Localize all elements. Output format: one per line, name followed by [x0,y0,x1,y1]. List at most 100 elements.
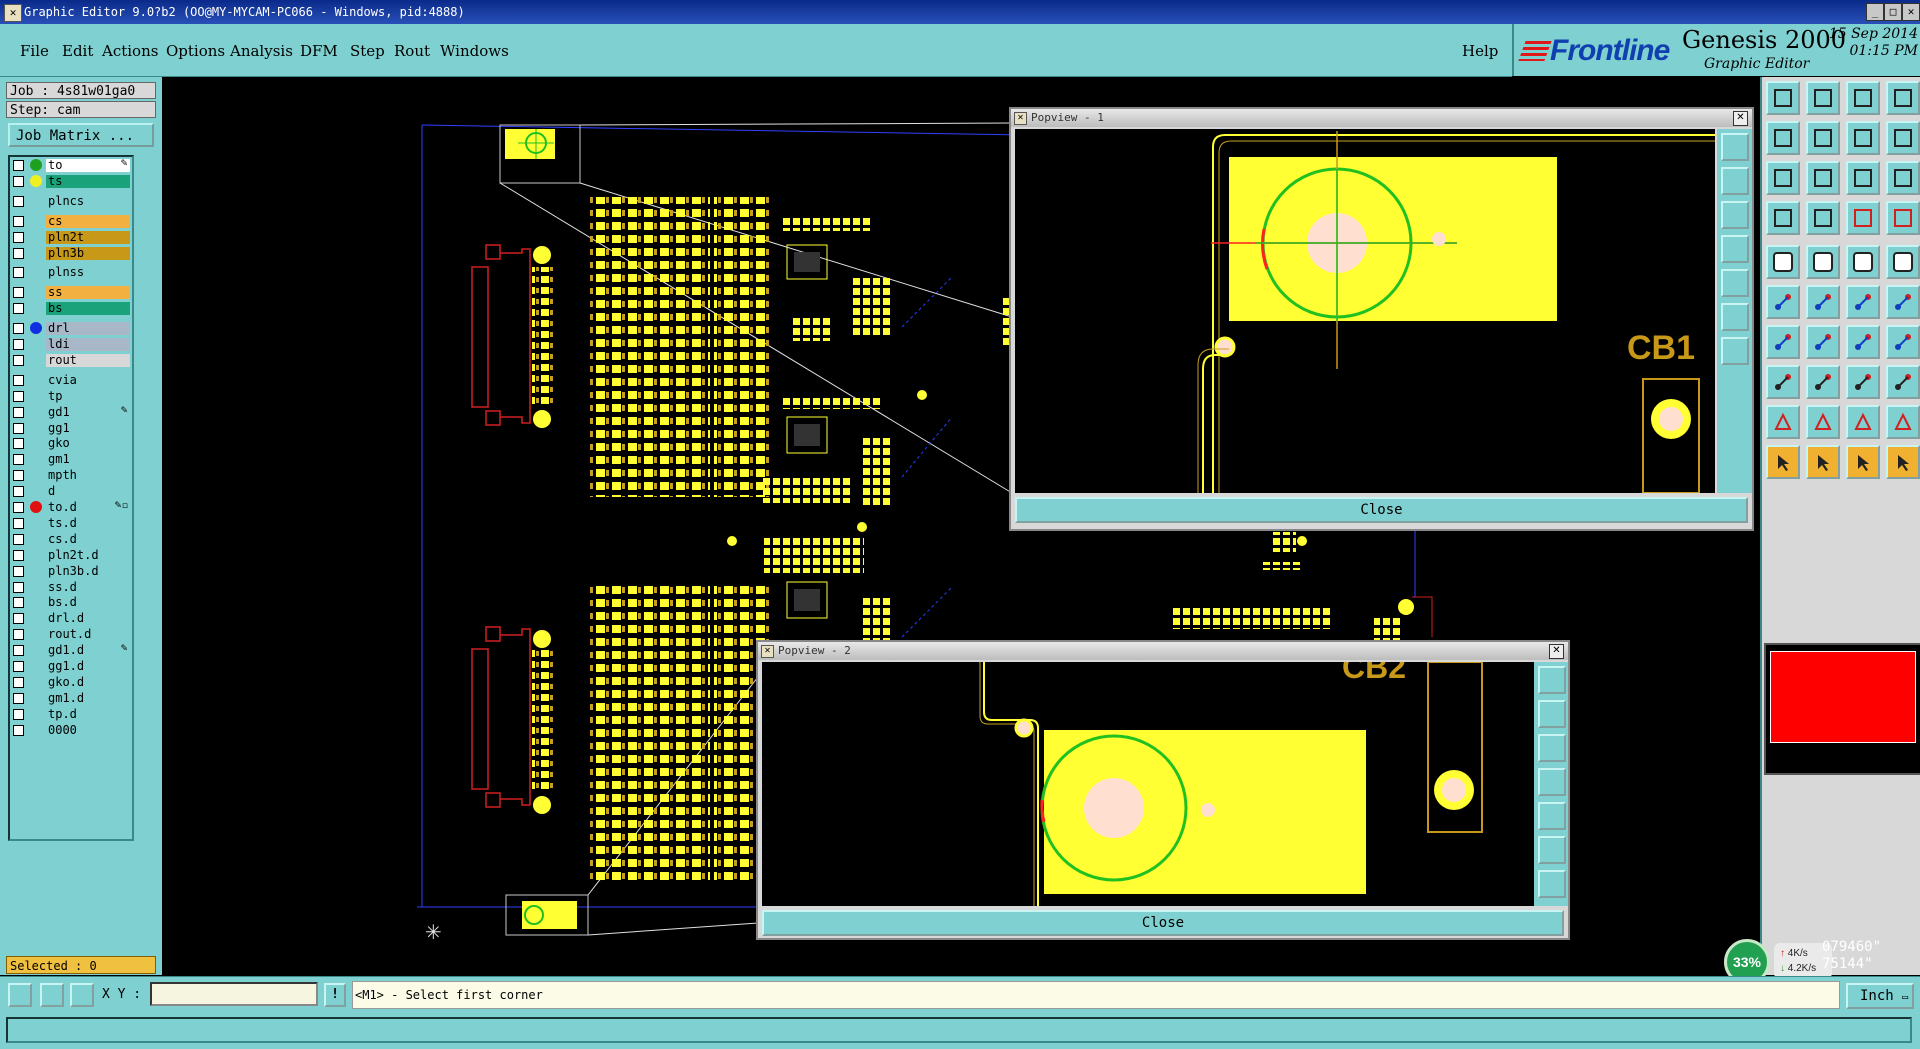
split-icon[interactable] [1886,121,1920,155]
pv2-pan-left-icon[interactable] [1538,768,1566,796]
snap-icon[interactable] [8,983,32,1007]
menu-edit[interactable]: Edit [62,42,94,60]
pan-left-icon[interactable] [1766,121,1800,155]
layer-name[interactable]: drl [46,322,130,336]
layer-checkbox[interactable] [13,195,24,207]
layer-row[interactable]: ss [10,286,132,300]
overview-viewport[interactable] [1770,651,1916,743]
layer-checkbox[interactable] [13,374,24,386]
layer-name[interactable]: rout.d [46,628,130,642]
zoom-fit-icon[interactable] [1766,161,1800,195]
menu-help[interactable]: Help [1462,42,1499,60]
triangle-icon[interactable] [1766,405,1800,439]
layer-name[interactable]: gd1 [46,405,130,419]
grid-icon[interactable] [1806,201,1840,235]
group-icon[interactable] [1886,365,1920,399]
pv2-fit-icon[interactable] [1538,666,1566,694]
layer-checkbox[interactable] [13,390,24,402]
layer-checkbox[interactable] [13,661,24,672]
layer-checkbox[interactable] [13,692,24,704]
popview-2-title-bar[interactable]: Popview - 2 [758,642,1568,660]
close-window-button[interactable]: ✕ [1902,3,1920,21]
layer-checkbox[interactable] [13,597,24,609]
arc-icon[interactable] [1846,365,1880,399]
layer-row[interactable]: gd1✎ [10,405,132,420]
layer-row[interactable]: gm1.d [10,691,132,706]
xy-input[interactable] [150,982,318,1006]
pv1-fit-icon[interactable] [1721,133,1749,161]
measure-alt-icon[interactable] [1886,201,1920,235]
popview-2-icon[interactable]: ✕ [761,645,774,658]
layer-row[interactable]: cs [10,214,132,229]
exclaim-button[interactable]: ! [324,983,346,1007]
layer-name[interactable]: tp.d [46,707,130,721]
layer-row[interactable]: ldi [10,338,132,352]
layer-row[interactable]: gko.d [10,675,132,690]
app-icon[interactable]: ✕ [4,4,22,22]
point-icon[interactable] [1766,365,1800,399]
layer-row[interactable]: pln2t [10,230,132,245]
layer-name[interactable]: mpth [46,469,130,483]
layer-name[interactable]: ts [46,174,130,188]
snake-icon[interactable] [1766,201,1800,235]
popview-1-window[interactable]: Popview - 1 ✕ ✕ CB1 [1009,107,1754,531]
layer-checkbox[interactable] [13,486,24,498]
layer-name[interactable]: 0000 [46,723,130,737]
ruler-icon[interactable] [1846,245,1880,279]
layer-row[interactable]: pln3b.d [10,564,132,579]
layer-checkbox[interactable] [13,175,24,187]
popview-2-canvas[interactable]: CB2 [762,662,1534,906]
layer-name[interactable]: ldi [46,338,130,351]
layer-name[interactable]: pln2t [46,230,130,244]
layer-checkbox[interactable] [13,422,24,434]
layer-checkbox[interactable] [13,533,24,545]
layer-name[interactable]: pln2t.d [46,548,130,562]
menu-rout[interactable]: Rout [394,42,431,60]
layer-name[interactable]: gm1.d [46,691,130,705]
layer-name[interactable]: ts.d [46,516,130,530]
layer-checkbox[interactable] [13,613,24,625]
layer-checkbox[interactable] [13,215,24,227]
layer-row[interactable]: gg1 [10,421,132,436]
pv1-pan-down-icon[interactable] [1721,201,1749,229]
layer-checkbox[interactable] [13,581,24,593]
layer-name[interactable]: gd1.d [46,644,130,658]
layer-checkbox[interactable] [13,267,24,279]
layer-row[interactable]: d [10,485,132,499]
pv1-pan-up-icon[interactable] [1721,167,1749,195]
measure-icon[interactable] [40,983,64,1007]
minimize-button[interactable]: _ [1866,3,1884,21]
layer-name[interactable]: bs.d [46,596,130,610]
home-icon[interactable] [1846,81,1880,115]
flip-icon[interactable] [1886,325,1920,359]
layer-checkbox[interactable] [13,502,24,513]
pointer-alt-icon[interactable] [1806,445,1840,479]
layer-row[interactable]: mpth [10,469,132,483]
layer-name[interactable]: gm1 [46,453,130,467]
layer-name[interactable]: ss [46,286,130,300]
layer-checkbox[interactable] [13,354,24,366]
layer-row[interactable]: bs [10,302,132,316]
pv1-pan-left-icon[interactable] [1721,235,1749,263]
layer-name[interactable]: cvia [46,373,130,387]
layer-name[interactable]: pln3b.d [46,564,130,578]
camera-icon[interactable] [1766,245,1800,279]
layer-checkbox[interactable] [13,676,24,688]
pv2-pan-down-icon[interactable] [1538,734,1566,762]
layer-name[interactable]: ss.d [46,580,130,594]
layer-checkbox[interactable] [13,287,24,299]
pan-down-icon[interactable] [1806,81,1840,115]
layer-row[interactable]: tp.d [10,707,132,722]
layer-name[interactable]: to.d [46,501,130,514]
pv2-zoom-out-icon[interactable] [1538,870,1566,898]
redraw-icon[interactable] [1846,121,1880,155]
layer-row[interactable]: rout [10,353,132,368]
layer-name[interactable]: plnss [46,266,130,280]
layer-row[interactable]: drl.d [10,612,132,626]
layer-checkbox[interactable] [13,517,24,529]
layer-row[interactable]: to.d✎▫ [10,501,132,515]
layer-name[interactable]: cs [46,214,130,228]
layer-checkbox[interactable] [13,339,24,350]
pan-right-icon[interactable] [1806,121,1840,155]
angle-icon[interactable] [1766,325,1800,359]
